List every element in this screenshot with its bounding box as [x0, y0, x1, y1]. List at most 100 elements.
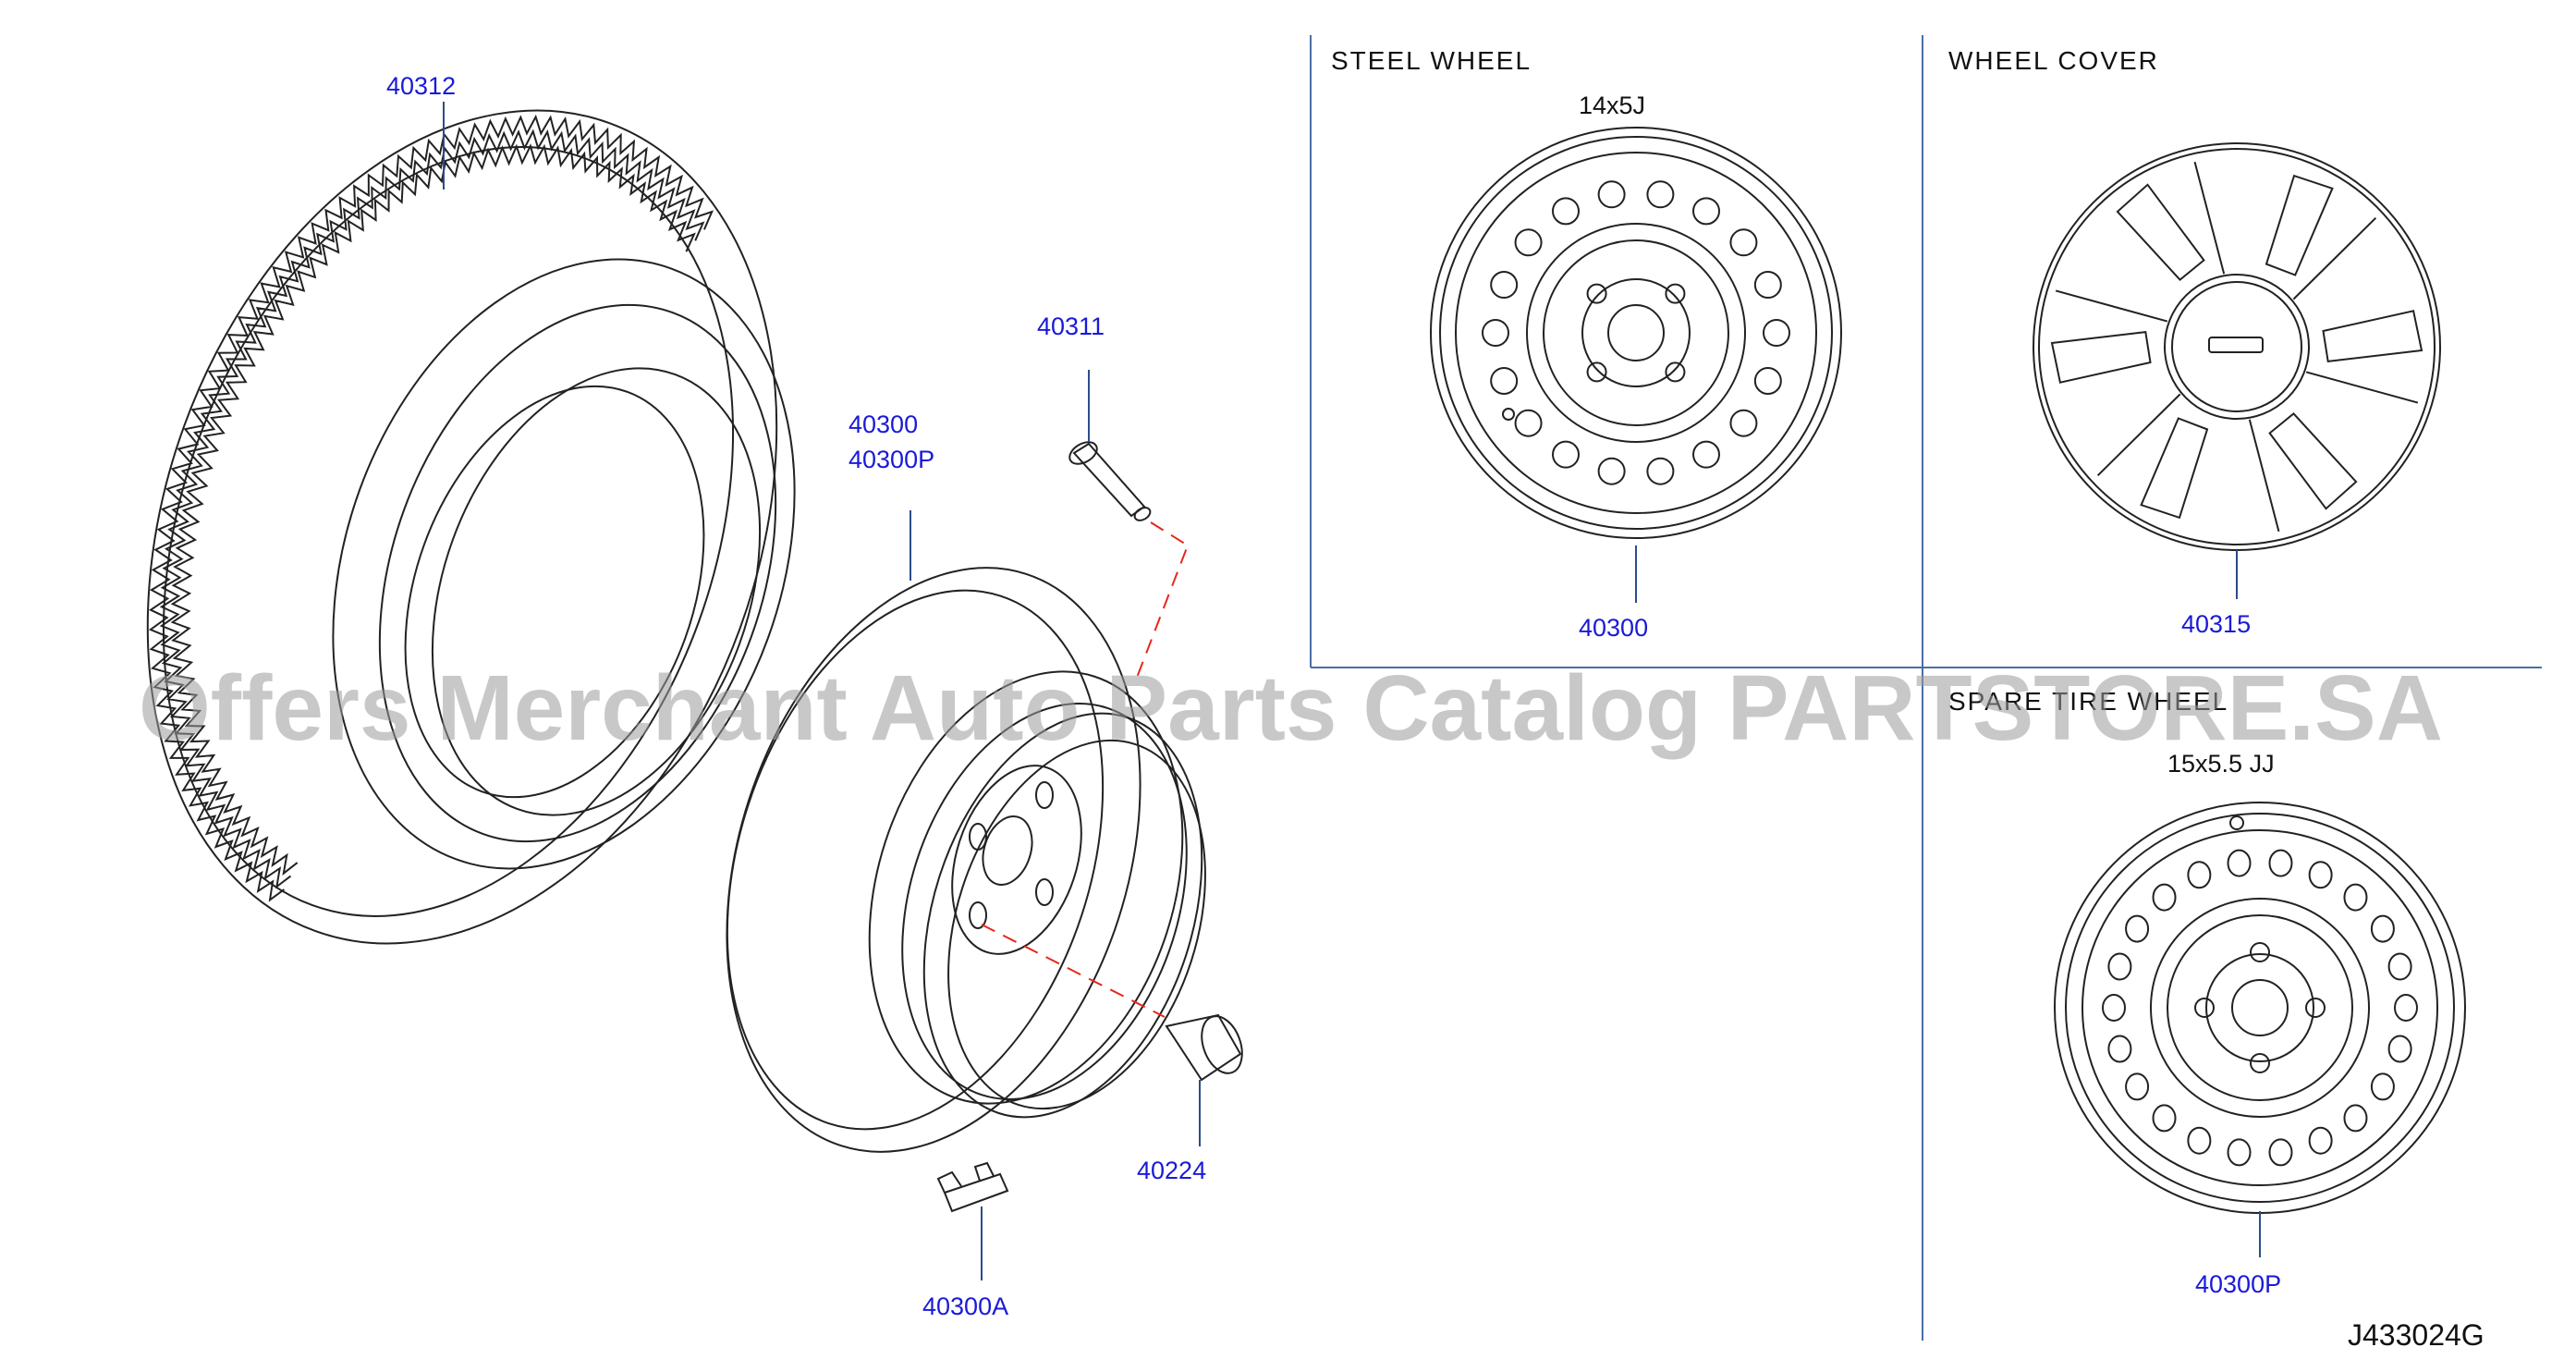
- vent-hole: [2370, 1072, 2395, 1101]
- vent-hole: [2308, 1126, 2333, 1155]
- vent-hole: [2102, 994, 2126, 1022]
- wheel-hub-ring: [1526, 223, 1746, 443]
- part-label-wheel-alt[interactable]: 40300P: [848, 446, 934, 473]
- vent-hole: [2227, 1138, 2252, 1167]
- cover-spoke-line: [2305, 371, 2419, 404]
- wheel-center-ring: [1581, 278, 1691, 387]
- nut-cap-guide-line: [981, 924, 1166, 1018]
- valve-hole: [1502, 408, 1515, 421]
- valve-hole: [2229, 815, 2244, 830]
- cover-window: [2322, 310, 2423, 363]
- wheel-rim-outer: [1430, 127, 1842, 539]
- lug-hole: [2194, 998, 2215, 1018]
- vent-hole: [1514, 228, 1543, 257]
- vent-hole: [1646, 457, 1675, 485]
- cover-window: [2116, 183, 2205, 281]
- vent-hole: [2268, 849, 2293, 877]
- vent-hole: [1692, 197, 1720, 226]
- cover-spoke-line: [2096, 393, 2181, 477]
- vent-hole: [2387, 952, 2412, 981]
- vent-hole: [2107, 1035, 2132, 1063]
- cover-window: [2265, 174, 2334, 276]
- part-label-valve[interactable]: 40311: [1037, 312, 1105, 340]
- lug-hole: [1586, 361, 1607, 383]
- vent-hole: [1490, 366, 1519, 395]
- wheel-rim: [1439, 136, 1833, 530]
- vent-hole: [1552, 440, 1580, 469]
- vent-hole: [2370, 914, 2395, 943]
- part-label-balance-weight[interactable]: 40300A: [922, 1292, 1008, 1320]
- lug-hole: [1586, 283, 1607, 304]
- spare-wheel-title: SPARE TIRE WHEEL: [1948, 687, 2228, 716]
- vent-hole: [2227, 849, 2252, 877]
- spare-wheel-drawing[interactable]: [2054, 802, 2466, 1214]
- vent-hole: [1646, 180, 1675, 209]
- vent-hole: [1692, 440, 1720, 469]
- lug-hole: [2250, 1053, 2270, 1073]
- cover-spoke-line: [2055, 289, 2168, 323]
- steel-wheel-spec: 14x5J: [1579, 92, 1645, 119]
- section-frames: [1310, 35, 2542, 1341]
- lug-hole: [2305, 998, 2326, 1018]
- vent-hole: [2394, 994, 2418, 1022]
- balance-weight-drawing[interactable]: [936, 1161, 1009, 1213]
- vent-hole: [1753, 366, 1782, 395]
- vent-hole: [2187, 861, 2212, 889]
- vent-hole: [1482, 319, 1509, 347]
- lug-hole: [1665, 283, 1686, 304]
- vent-hole: [2268, 1138, 2293, 1167]
- cover-window: [2050, 330, 2152, 384]
- vent-hole: [2187, 1126, 2212, 1155]
- wheel-drawing[interactable]: [656, 514, 1251, 1206]
- spare-rim-outer: [2054, 802, 2466, 1214]
- part-label-spare-wheel[interactable]: 40300P: [2195, 1270, 2281, 1298]
- vent-hole: [2387, 1035, 2412, 1063]
- cover-window: [2268, 412, 2358, 510]
- lug-hole: [1665, 361, 1686, 383]
- wheel-hub-plate: [1543, 239, 1729, 426]
- steel-wheel-drawing[interactable]: [1430, 127, 1842, 539]
- spare-rim: [2065, 813, 2455, 1203]
- part-label-steel-wheel[interactable]: 40300: [1579, 614, 1648, 642]
- vent-hole: [1763, 319, 1790, 347]
- vent-hole: [2152, 883, 2177, 912]
- vent-hole: [2125, 914, 2150, 943]
- steel-wheel-title: STEEL WHEEL: [1331, 46, 1532, 75]
- vent-hole: [2107, 952, 2132, 981]
- valve-drawing[interactable]: [1066, 437, 1153, 522]
- vent-hole: [1729, 228, 1758, 257]
- wheel-cover-drawing[interactable]: [2033, 142, 2441, 551]
- cover-spoke-line: [2292, 216, 2377, 300]
- spare-rim-inner: [2082, 829, 2438, 1186]
- part-label-wheel-cover[interactable]: 40315: [2181, 610, 2251, 638]
- lug-hole: [2250, 942, 2270, 962]
- vent-hole: [2343, 883, 2368, 912]
- vent-hole: [1753, 271, 1782, 300]
- part-label-nut-cap[interactable]: 40224: [1137, 1157, 1206, 1184]
- spare-hub-ring: [2150, 898, 2370, 1118]
- vent-hole: [1552, 197, 1580, 226]
- tire-drawing[interactable]: [37, 22, 886, 1033]
- diagram-code: J433024G: [2348, 1318, 2484, 1352]
- wheel-center-bore: [1607, 304, 1665, 361]
- vent-hole: [2308, 861, 2333, 889]
- cover-window: [2140, 417, 2209, 520]
- vent-hole: [2125, 1072, 2150, 1101]
- vent-hole: [1729, 409, 1758, 437]
- part-label-tire[interactable]: 40312: [386, 72, 456, 100]
- valve-guide-line: [1134, 521, 1190, 683]
- watermark: Offers Merchant Auto Parts Catalog PARTS…: [139, 656, 2443, 760]
- vent-hole: [1514, 409, 1543, 437]
- spare-hub-plate: [2167, 914, 2353, 1101]
- vent-hole: [2152, 1104, 2177, 1133]
- nut-cap-drawing[interactable]: [1165, 1011, 1250, 1082]
- cover-spoke-line: [2248, 419, 2280, 533]
- wheel-rim-inner: [1455, 152, 1817, 514]
- spare-center-bore: [2231, 979, 2289, 1036]
- wheel-cover-title: WHEEL COVER: [1948, 46, 2159, 75]
- vent-hole: [1490, 271, 1519, 300]
- vent-hole: [2343, 1104, 2368, 1133]
- part-label-wheel[interactable]: 40300: [848, 410, 918, 438]
- cover-spoke-line: [2193, 161, 2226, 275]
